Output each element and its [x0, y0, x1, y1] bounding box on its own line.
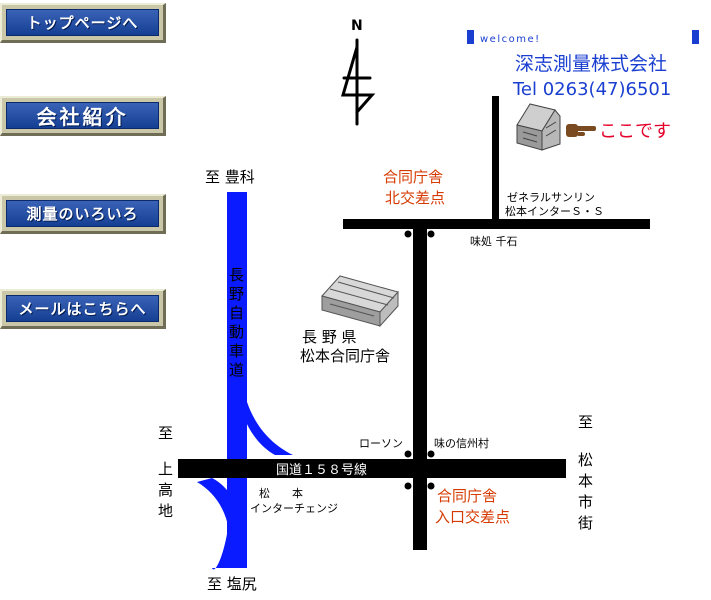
svg-text:動: 動: [229, 323, 244, 341]
to-shiojiri-label: 至 塩尻: [207, 575, 257, 593]
interchange-label-1: 松 本: [259, 486, 303, 500]
svg-text:地: 地: [158, 502, 173, 520]
svg-text:高: 高: [158, 481, 173, 499]
compass-n-label: N: [351, 18, 363, 34]
north-intersection-label-1: 合同庁舎: [383, 168, 443, 186]
to-kamikochi-label: 至 上 高 地: [158, 424, 173, 520]
route-158-label: 国道１５８号線: [276, 462, 367, 478]
to-city-label: 至 松 本 市 街: [578, 413, 593, 532]
to-toyoshina-label: 至 豊科: [205, 168, 255, 186]
interchange-label-2: インターチェンジ: [250, 502, 338, 515]
company-access-road: [492, 96, 499, 220]
svg-text:本: 本: [578, 472, 593, 490]
welcome-marker-right: [692, 30, 699, 44]
roads: [178, 96, 650, 550]
nav-mail-label: メールはこちらへ: [6, 295, 159, 322]
restaurant-label: 味処 千石: [470, 235, 518, 248]
north-east-road: [343, 219, 650, 229]
svg-text:市: 市: [578, 493, 593, 511]
nav-survey-button[interactable]: 測量のいろいろ: [0, 194, 166, 234]
entrance-intersection-label-2: 入口交差点: [435, 508, 510, 526]
intersection-dots: [404, 230, 435, 490]
welcome-text: welcome!: [480, 34, 541, 45]
entrance-intersection-label-1: 合同庁舎: [437, 487, 497, 505]
svg-text:野: 野: [229, 285, 244, 303]
svg-text:長: 長: [229, 266, 244, 284]
route-158-road: [178, 459, 566, 478]
nav-mail-button[interactable]: メールはこちらへ: [0, 289, 166, 329]
north-south-road: [413, 220, 427, 550]
government-building-icon: [321, 275, 399, 328]
svg-text:街: 街: [578, 514, 593, 532]
compass-icon: [341, 38, 376, 126]
company-building-icon: [516, 103, 561, 151]
hotel-label-2: 松本インターＳ・Ｓ: [505, 204, 604, 218]
nav-survey-label: 測量のいろいろ: [6, 200, 159, 227]
svg-text:至: 至: [158, 424, 173, 442]
here-label: ここです: [599, 121, 671, 142]
nav-about-label: 会社紹介: [6, 102, 159, 129]
highway-label: 長 野 自 動 車 道: [229, 266, 244, 379]
building-label-2: 松本合同庁舎: [300, 347, 390, 365]
nav-top-button[interactable]: トップページへ: [0, 3, 166, 43]
pointing-hand-icon: [566, 124, 596, 137]
hotel-label-1: ゼネラルサンリン: [507, 191, 595, 204]
svg-text:自: 自: [229, 304, 244, 322]
north-intersection-label-2: 北交差点: [385, 189, 445, 207]
welcome-marker-left: [467, 30, 474, 44]
building-label-1: 長 野 県: [302, 328, 357, 346]
svg-text:至: 至: [578, 413, 593, 431]
svg-text:道: 道: [229, 361, 244, 379]
company-tel: Tel 0263(47)6501: [512, 79, 671, 100]
svg-text:上: 上: [158, 460, 173, 478]
lawson-label: ローソン: [359, 437, 403, 450]
svg-text:車: 車: [229, 342, 244, 360]
svg-text:松: 松: [578, 451, 593, 469]
nav-about-button[interactable]: 会社紹介: [0, 96, 166, 136]
company-name: 深志測量株式会社: [515, 53, 667, 75]
ajino-shinshu-label: 味の信州村: [434, 436, 489, 450]
nav-top-label: トップページへ: [6, 9, 159, 36]
